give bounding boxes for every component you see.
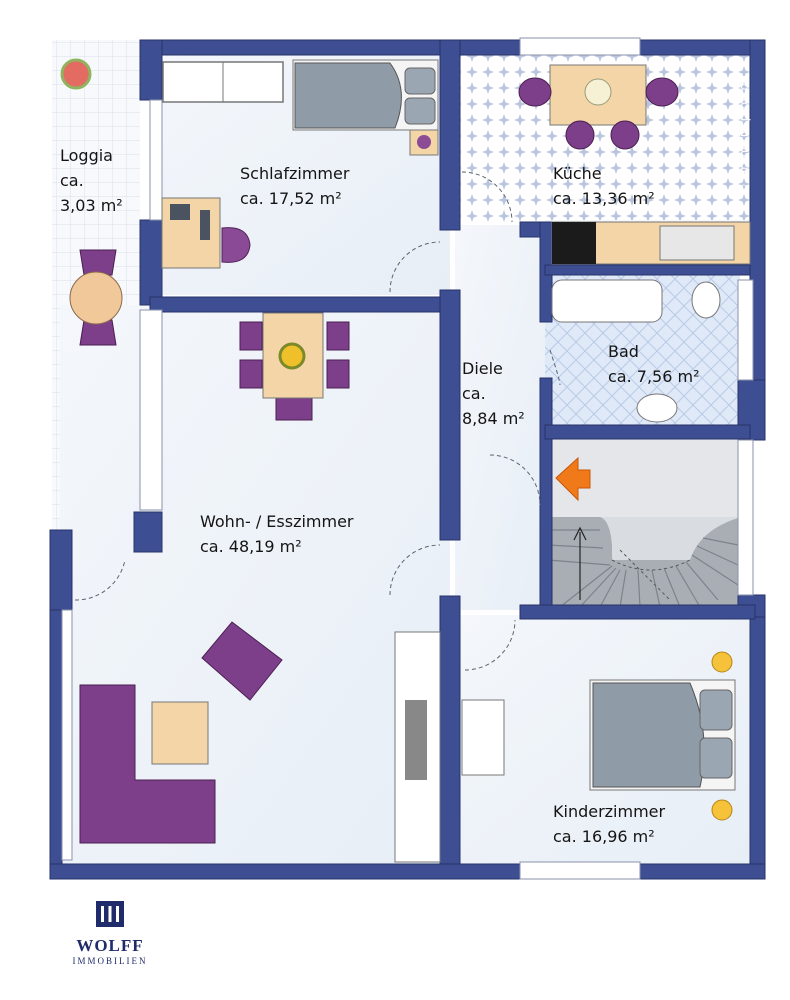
lamp-icon bbox=[711, 651, 733, 673]
stairs-arrow-icon bbox=[555, 456, 591, 502]
kitchen-sink bbox=[659, 225, 735, 261]
walls bbox=[49, 39, 766, 880]
coffee-table bbox=[151, 701, 209, 765]
bathtub bbox=[551, 279, 663, 323]
diele-area-prefix: ca. bbox=[462, 384, 486, 403]
windows bbox=[61, 37, 754, 880]
diele-floor bbox=[455, 225, 545, 610]
lamp-icon-2 bbox=[711, 799, 733, 821]
staircase bbox=[547, 437, 739, 608]
kueche-name: Küche bbox=[553, 164, 602, 183]
logo-emblem-icon bbox=[96, 901, 124, 927]
loggia-label: Loggia ca. 3,03 m² bbox=[60, 143, 123, 218]
diele-area: 8,84 m² bbox=[462, 409, 525, 428]
desk bbox=[161, 197, 221, 269]
wohnzimmer-area: ca. 48,19 m² bbox=[200, 537, 302, 556]
kinderzimmer-label: Kinderzimmer ca. 16,96 m² bbox=[553, 799, 665, 849]
sofa bbox=[79, 684, 216, 844]
schlafzimmer-name: Schlafzimmer bbox=[240, 164, 350, 183]
bad-name: Bad bbox=[608, 342, 639, 361]
schlafzimmer-area: ca. 17,52 m² bbox=[240, 189, 342, 208]
kids-bed bbox=[589, 679, 736, 791]
double-bed bbox=[292, 59, 439, 131]
logo-subtitle: IMMOBILIEN bbox=[72, 956, 148, 966]
logo-name: WOLFF bbox=[76, 936, 144, 955]
schlafzimmer-label: Schlafzimmer ca. 17,52 m² bbox=[240, 161, 349, 211]
company-logo[interactable]: WOLFF IMMOBILIEN bbox=[60, 898, 160, 966]
bad-area: ca. 7,56 m² bbox=[608, 367, 700, 386]
kinderzimmer-name: Kinderzimmer bbox=[553, 802, 666, 821]
toilet bbox=[691, 281, 721, 319]
stove bbox=[552, 222, 596, 264]
diele-name: Diele bbox=[462, 359, 503, 378]
loggia-area-prefix: ca. bbox=[60, 171, 84, 190]
kinderzimmer-area: ca. 16,96 m² bbox=[553, 827, 655, 846]
kueche-label: Küche ca. 13,36 m² bbox=[553, 161, 655, 211]
wohnzimmer-name: Wohn- / Esszimmer bbox=[200, 512, 354, 531]
nightstand-lamp-icon bbox=[417, 135, 431, 149]
armchair bbox=[201, 621, 283, 701]
dining-table-kitchen bbox=[518, 64, 679, 150]
kids-wardrobe bbox=[461, 699, 505, 776]
dining-table bbox=[239, 312, 350, 421]
bedroom-wardrobe bbox=[162, 61, 284, 103]
loggia-area: 3,03 m² bbox=[60, 196, 123, 215]
shelf-unit bbox=[394, 631, 441, 863]
loggia-table-set bbox=[69, 249, 123, 346]
bad-label: Bad ca. 7,56 m² bbox=[608, 339, 699, 389]
copyright-text: © Grundrissprofi.de bbox=[737, 75, 790, 195]
wohnzimmer-label: Wohn- / Esszimmer ca. 48,19 m² bbox=[200, 509, 354, 559]
doors bbox=[74, 171, 561, 671]
kueche-area: ca. 13,36 m² bbox=[553, 189, 655, 208]
loggia-name: Loggia bbox=[60, 146, 113, 165]
flowers-icon bbox=[60, 58, 92, 90]
diele-label: Diele ca. 8,84 m² bbox=[462, 356, 525, 431]
desk-chair bbox=[221, 227, 251, 263]
washbasin bbox=[636, 393, 678, 423]
